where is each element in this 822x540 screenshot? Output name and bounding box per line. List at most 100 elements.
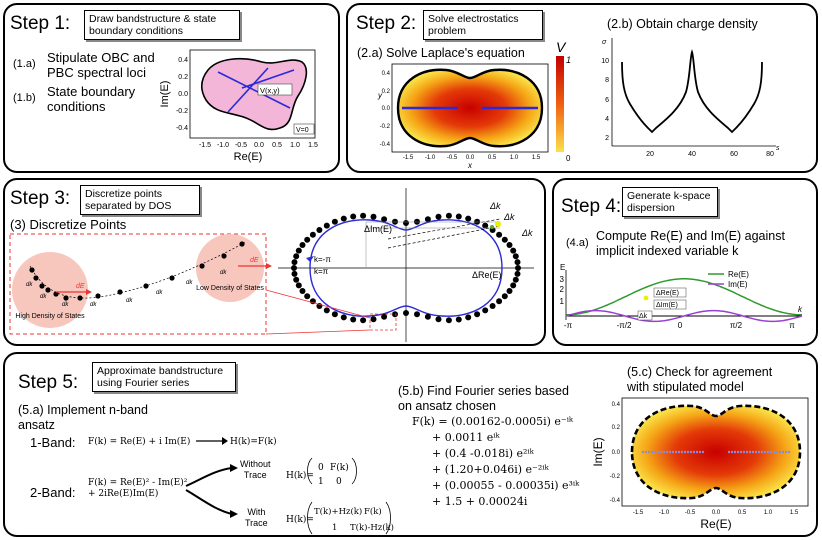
loop-point xyxy=(435,213,442,220)
laplace-xlabel: x xyxy=(467,161,473,170)
step1-ylabel: Im(E) xyxy=(159,81,171,108)
loop-point xyxy=(295,247,302,254)
svg-text:40: 40 xyxy=(688,151,696,158)
obc-arc-3 xyxy=(241,69,295,89)
loop-point xyxy=(370,213,377,220)
loop-point xyxy=(506,242,513,248)
svg-text:0: 0 xyxy=(678,321,683,330)
k-minus-pi-label: k=-π xyxy=(314,255,331,264)
loop-point xyxy=(496,231,503,238)
step4-a-text: Compute Re(E) and Im(E) against implicit… xyxy=(596,229,785,258)
svg-text:-1.0: -1.0 xyxy=(425,155,436,161)
loop-point xyxy=(295,282,302,289)
svg-text:-0.5: -0.5 xyxy=(685,510,696,516)
agreement-xlabel: Re(E) xyxy=(700,517,731,531)
step3-title: Step 3: xyxy=(10,188,71,209)
loop-point xyxy=(435,316,442,323)
svg-text:0.2: 0.2 xyxy=(612,425,621,431)
svg-text:1.5: 1.5 xyxy=(308,142,318,149)
step1-xlabel: Re(E) xyxy=(234,151,263,163)
high-dos-label: High Density of States xyxy=(15,313,85,320)
step5-a-label: (5.a) Implement n-band ansatz xyxy=(18,403,148,432)
delta-re-box: ΔRe(E) xyxy=(656,290,679,297)
loop-point xyxy=(455,213,462,220)
svg-text:0.0: 0.0 xyxy=(612,450,621,456)
svg-text:4: 4 xyxy=(605,116,609,123)
with-trace-label: With Trace xyxy=(245,507,268,528)
loop-point xyxy=(501,236,508,243)
step1-yticks: 0.40.2 0.0-0.2 -0.4 xyxy=(176,57,188,132)
svg-text:dk: dk xyxy=(186,280,193,286)
laplace-potential xyxy=(396,68,544,148)
delta-k-label-3: Δk xyxy=(521,228,533,238)
svg-text:-0.4: -0.4 xyxy=(610,498,621,504)
svg-text:dk: dk xyxy=(220,270,227,276)
loop-point xyxy=(323,222,330,229)
loop-point xyxy=(370,316,377,323)
svg-text:1.0: 1.0 xyxy=(764,510,773,516)
loop-point xyxy=(331,218,338,225)
s-label: s xyxy=(776,145,780,152)
svg-text:0.4: 0.4 xyxy=(612,402,621,408)
step2-title: Step 2: xyxy=(356,13,417,34)
loop-point xyxy=(489,303,496,309)
svg-text:0.2: 0.2 xyxy=(382,89,391,95)
loop-point xyxy=(496,298,503,305)
m2-a: T(k)+Hz(k) xyxy=(314,507,363,517)
obc-arc-1 xyxy=(217,71,291,109)
fourier-line-4: + (1.20+0.046i) e⁻²ⁱᵏ xyxy=(432,463,549,476)
loop-points xyxy=(291,212,521,324)
loop-point xyxy=(512,276,519,283)
loop-point xyxy=(482,307,489,314)
svg-text:0.5: 0.5 xyxy=(738,510,747,516)
agreement-ylabel: Im(E) xyxy=(591,437,605,466)
step1-item-a-number: (1.a) xyxy=(13,58,36,70)
agreement-yticks: 0.40.2 0.0-0.2 -0.4 xyxy=(610,402,621,504)
svg-text:60: 60 xyxy=(730,151,738,158)
svg-text:-0.4: -0.4 xyxy=(380,142,391,148)
without-trace-label: Without Trace xyxy=(240,459,271,480)
one-band-h: H(k)=F(k) xyxy=(230,437,277,447)
svg-text:0.0: 0.0 xyxy=(382,106,391,112)
colorbar-max: 1 xyxy=(566,55,571,65)
laplace-yticks: 0.40.2 0.0-0.2 -0.4 xyxy=(380,71,391,148)
loop-point xyxy=(510,282,517,289)
one-band-label: 1-Band: xyxy=(30,435,76,450)
step4-description-box: Generate k-space dispersion xyxy=(622,187,718,217)
step5-description-box: Approximate bandstructure using Fourier … xyxy=(92,362,236,392)
loop-point xyxy=(414,311,420,318)
loop-point xyxy=(360,212,367,219)
svg-text:0.4: 0.4 xyxy=(178,57,188,64)
svg-text:1.5: 1.5 xyxy=(790,510,799,516)
low-dos-circle xyxy=(196,234,264,302)
loop-point xyxy=(331,311,338,318)
loop-point xyxy=(506,288,513,294)
svg-text:0.4: 0.4 xyxy=(382,71,391,77)
loop-point xyxy=(299,242,306,248)
loop-point xyxy=(350,213,357,220)
svg-text:-1.0: -1.0 xyxy=(217,142,229,149)
loop-contour xyxy=(309,219,503,317)
svg-text:2: 2 xyxy=(605,135,609,142)
step3-description-box: Discretize points separated by DOS xyxy=(80,185,200,215)
k-axis-label: k xyxy=(798,305,803,314)
colorbar-title: V xyxy=(556,39,567,55)
fourier-line-3: + (0.4 -0.018i) e²ⁱᵏ xyxy=(432,447,534,460)
svg-text:1.0: 1.0 xyxy=(290,142,300,149)
re-e-curve xyxy=(566,278,802,316)
legend-re: Re(E) xyxy=(728,270,749,279)
legend-im: Im(E) xyxy=(728,280,748,289)
step2-b-label: (2.b) Obtain charge density xyxy=(607,17,758,31)
loop-point xyxy=(512,253,519,260)
loop-point xyxy=(514,270,521,277)
